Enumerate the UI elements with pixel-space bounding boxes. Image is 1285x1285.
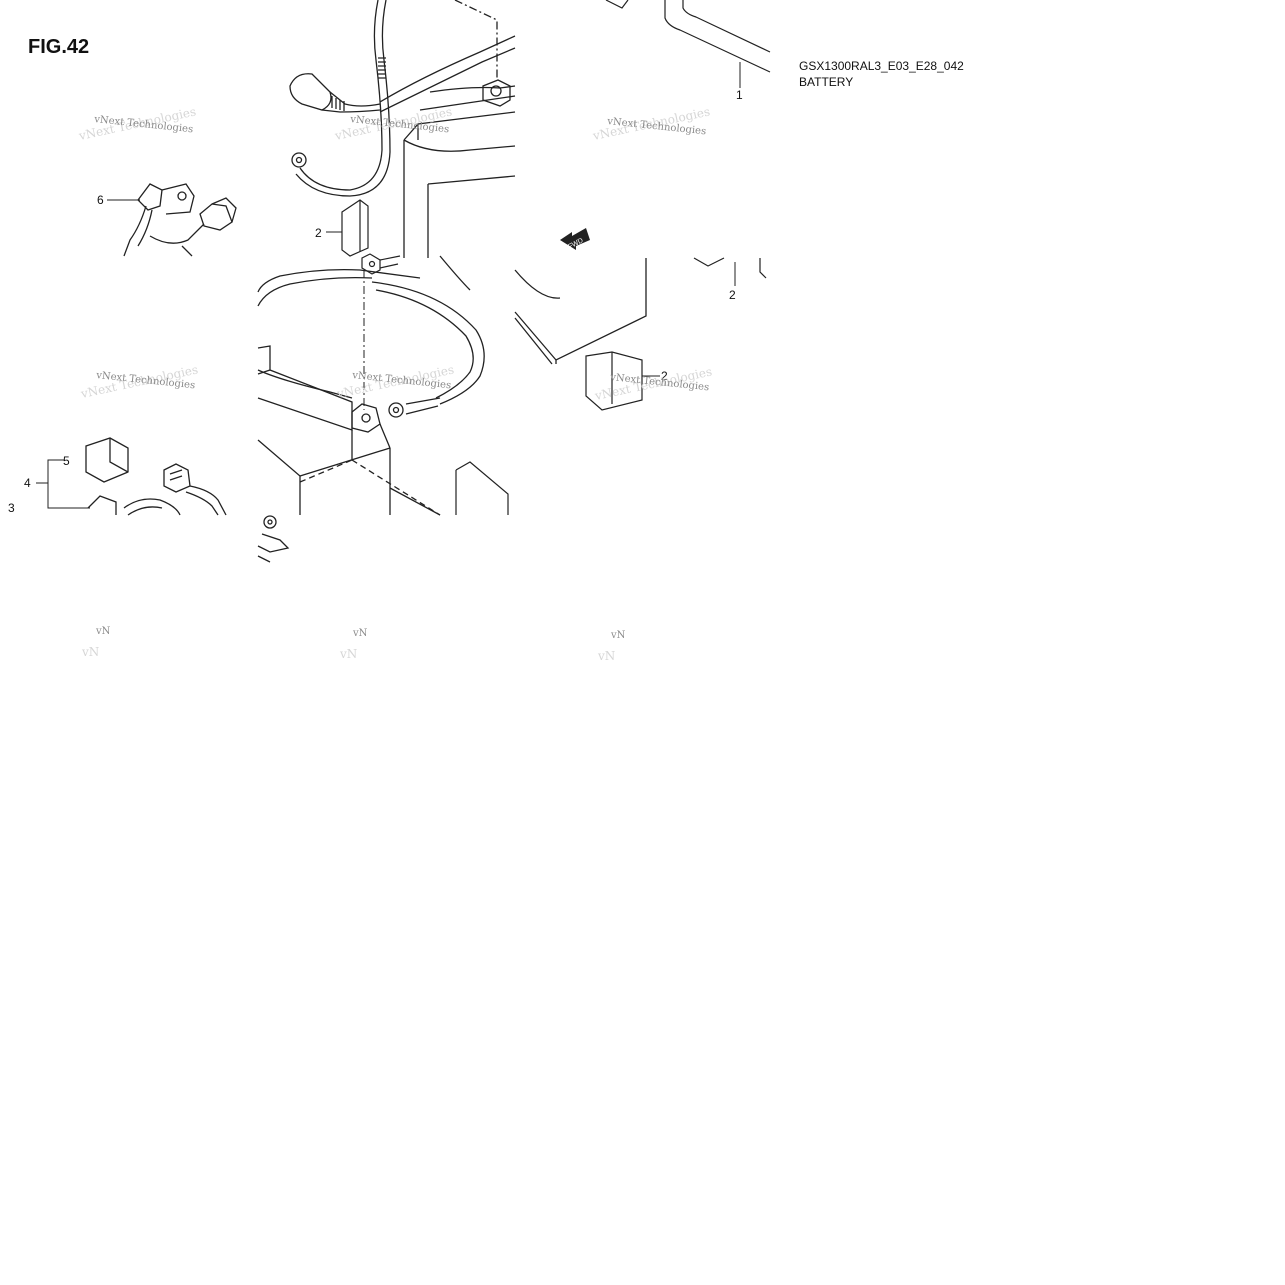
bolt-center (361, 253, 401, 275)
callout-2c: 2 (729, 288, 736, 302)
callout-6: 6 (97, 193, 104, 207)
watermark-partial-bg: vN (81, 645, 99, 659)
battery-front (514, 258, 647, 365)
tray-corner-right (693, 257, 767, 279)
callout-2a: 2 (315, 226, 322, 240)
positive-cable (291, 0, 391, 197)
battery-top (379, 0, 516, 258)
watermark-partial-bg: vN (597, 649, 615, 663)
callout-3: 3 (8, 501, 15, 515)
cap-5 (85, 437, 129, 483)
cover-pad-upper (341, 199, 369, 257)
figure-code: GSX1300RAL3_E03_E28_042 (799, 59, 964, 73)
clamp-3 (87, 495, 181, 516)
terminal-boot (289, 73, 381, 113)
watermark-partial: vN (352, 628, 368, 639)
cover-pad-right (585, 351, 643, 411)
fwd-arrow: FWD (560, 228, 590, 251)
callout-1: 1 (736, 88, 743, 102)
battery-tray (257, 255, 471, 516)
ring-terminal-lower (257, 515, 290, 563)
figure-name: BATTERY (799, 75, 854, 89)
callout-2b: 2 (661, 369, 668, 383)
callout-4: 4 (24, 476, 31, 490)
connector-harness (163, 463, 227, 516)
watermark-partial-bg: vN (339, 647, 357, 661)
negative-cable (371, 281, 485, 418)
callout-5: 5 (63, 454, 70, 468)
tray-corner-top (605, 0, 771, 73)
sensor-harness-6 (123, 183, 237, 257)
leader-bracket (36, 459, 90, 509)
figure-number: FIG.42 (28, 36, 90, 58)
cover-pad-center-bottom (455, 461, 509, 515)
watermarks: vNext Technologies vNext Technologies vN… (77, 104, 713, 663)
watermark-partial: vN (610, 630, 626, 641)
watermark-partial: vN (95, 626, 111, 637)
